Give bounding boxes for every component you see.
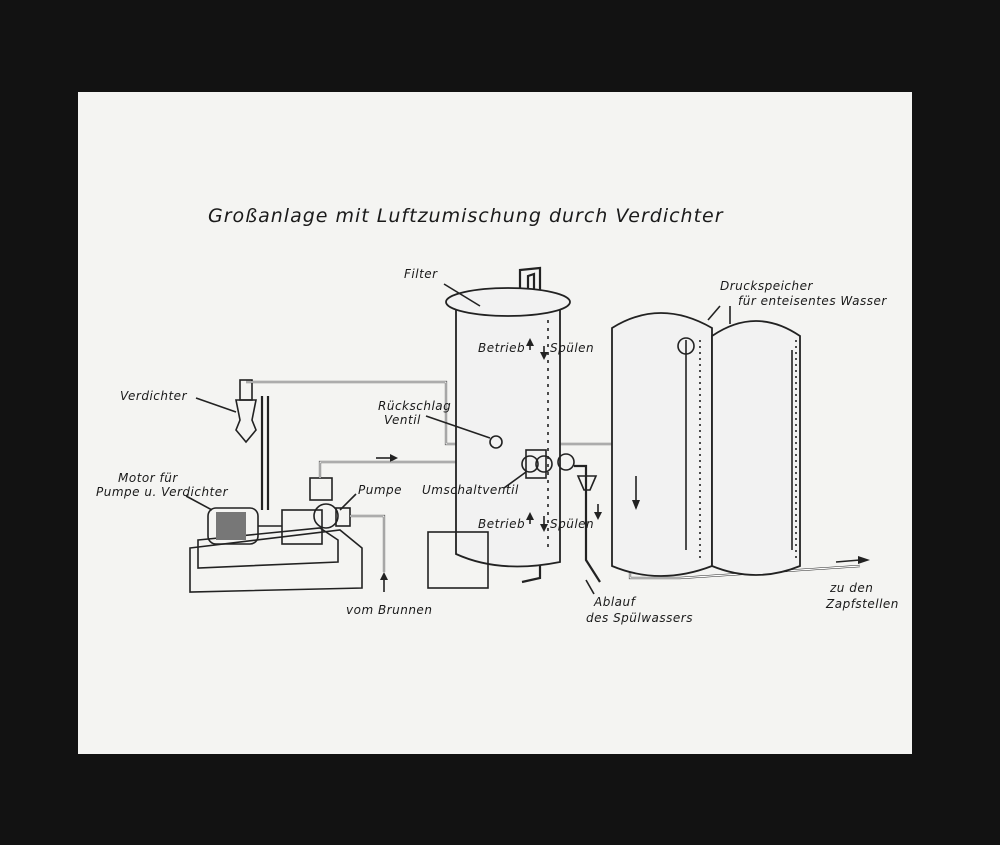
- label-spuelen-bottom: Spülen: [550, 517, 594, 531]
- storage-tank-2: [711, 320, 801, 576]
- storage-tank-1: [611, 312, 713, 577]
- label-druckspeicher-sub: für enteisentes Wasser: [738, 294, 887, 308]
- label-betrieb-top: Betrieb: [478, 341, 525, 355]
- label-spuelen-top: Spülen: [550, 341, 594, 355]
- label-rueckschlag: Rückschlag: [378, 399, 451, 413]
- pump-base: [189, 527, 363, 593]
- flow-arrows: [376, 338, 870, 592]
- leader-lines: [185, 283, 731, 595]
- label-filter: Filter: [404, 267, 438, 281]
- label-vom-brunnen: vom Brunnen: [346, 603, 432, 617]
- label-druckspeicher: Druckspeicher: [720, 279, 813, 293]
- diagram-title: Großanlage mit Luftzumischung durch Verd…: [208, 205, 724, 227]
- label-betrieb-bottom: Betrieb: [478, 517, 525, 531]
- check-valve: [489, 435, 503, 449]
- motor: [207, 507, 282, 545]
- label-pumpe: Pumpe: [358, 483, 402, 497]
- switch-valve: [521, 449, 575, 479]
- label-umschaltventil: Umschaltventil: [422, 483, 519, 497]
- label-motor: Motor für: [118, 471, 178, 485]
- compressor: [235, 379, 257, 444]
- filter-tank: [427, 287, 571, 589]
- label-motor-sub: Pumpe u. Verdichter: [96, 485, 229, 499]
- label-verdichter: Verdichter: [120, 389, 188, 403]
- drain-funnel: [576, 475, 598, 491]
- label-zu-den: zu den: [829, 581, 873, 595]
- label-rueckschlag-ventil: Ventil: [384, 413, 421, 427]
- label-zapfstellen: Zapfstellen: [825, 597, 899, 611]
- label-ablauf: Ablauf: [593, 595, 637, 609]
- label-ablauf-sub: des Spülwassers: [586, 611, 693, 625]
